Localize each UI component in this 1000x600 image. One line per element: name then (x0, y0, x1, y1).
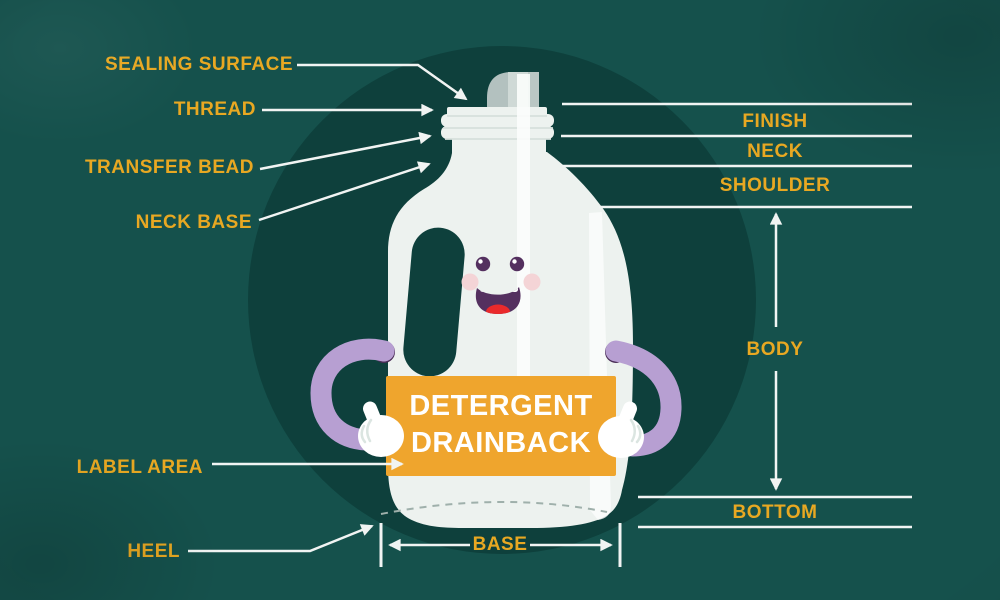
transfer-bead-pointer (259, 131, 432, 171)
bottle-face (461, 256, 541, 314)
detergent-sign (386, 376, 616, 476)
label-heel: HEEL (127, 541, 180, 562)
spout-edge-strip (528, 72, 539, 110)
right-arm (605, 340, 682, 457)
bottle-spout (487, 72, 539, 110)
bottle-character-illustration (212, 72, 682, 528)
left-eye-glint (478, 259, 483, 264)
bottle-hands (358, 401, 644, 458)
label-bottom: BOTTOM (732, 502, 818, 523)
neck-base-pointer (258, 161, 431, 222)
left-arm (310, 338, 395, 451)
left-cheek (461, 273, 479, 291)
label-sealing-surface: SEALING SURFACE (104, 54, 293, 75)
right-fist (598, 416, 644, 458)
right-cheek (523, 273, 541, 291)
right-hand-creases (629, 418, 642, 444)
label-finish: FINISH (742, 111, 808, 132)
mouth (475, 287, 521, 314)
label-body: BODY (746, 339, 804, 360)
label-label-area: LABEL AREA (76, 457, 203, 478)
sign-text-line1: DETERGENT (409, 390, 593, 422)
bottle-neck (441, 107, 554, 158)
tongue (486, 304, 510, 314)
right-eye-glint (512, 259, 517, 264)
left-fist (358, 415, 404, 457)
label-base: BASE (472, 534, 528, 555)
label-shoulder: SHOULDER (719, 175, 831, 196)
heel-pointer (188, 524, 374, 553)
sealing-surface-pointer (297, 63, 468, 101)
label-transfer-bead: TRANSFER BEAD (84, 157, 254, 178)
bottle-handle-hole (403, 227, 465, 377)
left-eye (475, 256, 491, 272)
thread-separator-lines (443, 115, 553, 140)
base-dashed-arc (380, 501, 608, 515)
label-neck: NECK (747, 141, 803, 162)
annotation-lines (188, 63, 912, 567)
sign-text-line2: DRAINBACK (410, 427, 592, 459)
bottle-arms (310, 338, 682, 457)
bottle-highlight-stripe (517, 74, 530, 376)
left-hand-creases (360, 418, 373, 444)
label-thread: THREAD (173, 99, 256, 120)
label-neck-base: NECK BASE (135, 212, 252, 233)
right-eye (509, 256, 525, 272)
